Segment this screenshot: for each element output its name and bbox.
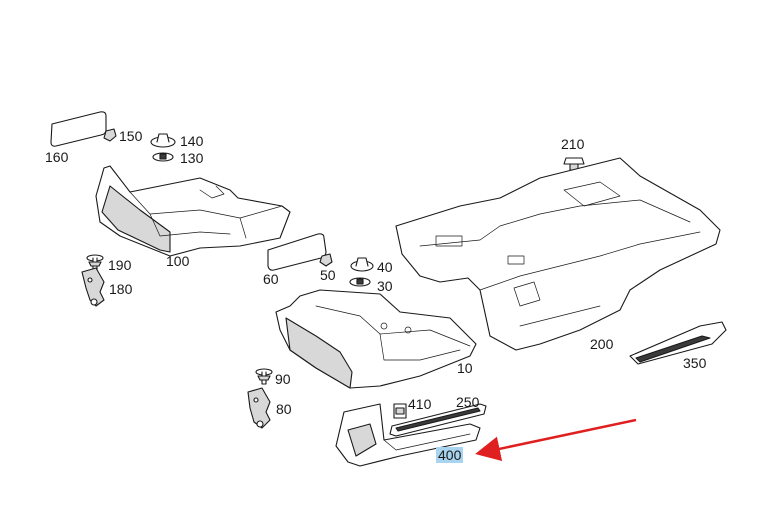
callout-10: 10: [457, 360, 473, 376]
callout-140: 140: [180, 133, 204, 149]
mesh-insulation-pad-icon: [50, 111, 107, 147]
callout-400-highlighted: 400: [436, 447, 464, 463]
rear-floor-panel-icon: [95, 165, 291, 257]
bracket-icon: [247, 387, 271, 429]
callout-100: 100: [166, 253, 190, 269]
callout-60: 60: [263, 271, 279, 287]
pointer-arrow: [475, 418, 637, 462]
callout-150: 150: [119, 128, 143, 144]
push-rivet-icon: [255, 368, 273, 385]
push-nut-icon: [350, 257, 374, 272]
front-floor-panel-icon: [275, 289, 477, 389]
callout-40: 40: [377, 259, 393, 275]
push-nut-icon: [150, 133, 176, 148]
callout-180: 180: [109, 281, 133, 297]
mesh-insulation-pad-icon: [267, 233, 327, 271]
sill-trim-strip-icon: [389, 403, 487, 437]
callout-50: 50: [320, 267, 336, 283]
retaining-clip-icon: [393, 403, 407, 419]
callout-350: 350: [683, 355, 707, 371]
grommet-icon: [349, 277, 371, 287]
callout-250: 250: [456, 394, 480, 410]
callout-30: 30: [377, 278, 393, 294]
sill-trim-strip-icon: [629, 321, 727, 365]
callout-80: 80: [276, 401, 292, 417]
bracket-icon: [81, 267, 105, 307]
callout-200: 200: [590, 336, 614, 352]
callout-410: 410: [408, 396, 432, 412]
callout-210: 210: [561, 136, 585, 152]
clip-icon: [103, 128, 117, 142]
grommet-icon: [152, 152, 174, 162]
callout-130: 130: [180, 150, 204, 166]
floor-carpet-icon: [395, 157, 721, 351]
callout-190: 190: [108, 257, 132, 273]
callout-160: 160: [45, 149, 69, 165]
clip-icon: [319, 253, 333, 267]
callout-90: 90: [275, 371, 291, 387]
